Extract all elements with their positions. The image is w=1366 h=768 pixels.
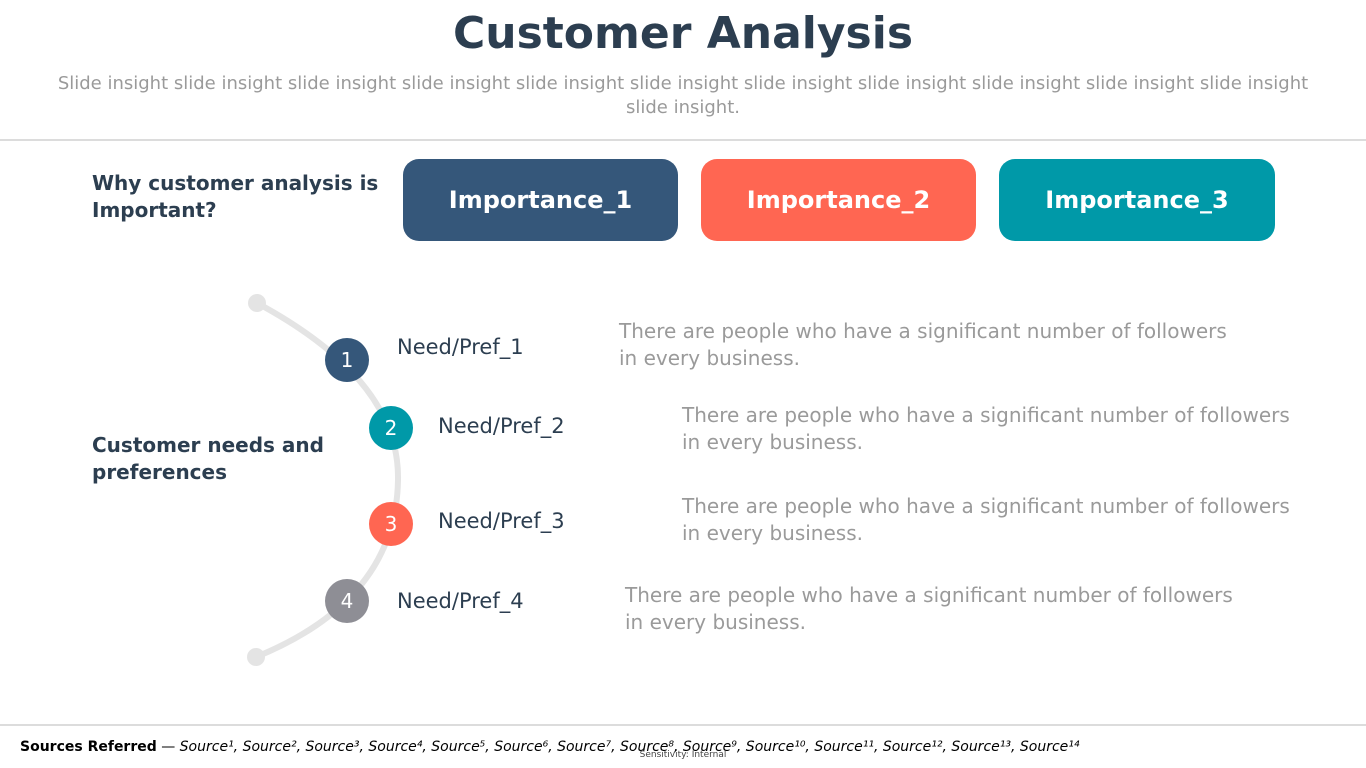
sources-lead: Sources Referred	[20, 739, 157, 755]
importance-2-label: Importance_2	[746, 186, 931, 214]
step-1-number: 1	[325, 338, 369, 382]
step-4-number: 4	[325, 579, 369, 623]
step-2-number: 2	[369, 406, 413, 450]
sources-list: Source¹, Source², Source³, Source⁴, Sour…	[179, 739, 1080, 755]
step-4-description: There are people who have a significant …	[625, 583, 1233, 634]
sensitivity-label: Sensitivity: Internal	[639, 750, 727, 760]
importance-1-box[interactable]: Importance_1	[403, 159, 678, 241]
step-1-label: Need/Pref_1	[397, 335, 524, 359]
arc-end-dot	[247, 648, 265, 666]
importance-2-box[interactable]: Importance_2	[701, 159, 976, 241]
step-4-label: Need/Pref_4	[397, 589, 524, 613]
step-3-description: There are people who have a significant …	[682, 494, 1290, 545]
sources-dash: —	[156, 739, 180, 755]
slide-insight: Slide insight slide insight slide insigh…	[57, 73, 1309, 118]
step-3-number: 3	[369, 502, 413, 546]
page-title: Customer Analysis	[452, 8, 914, 59]
arc-start-dot	[248, 294, 266, 312]
bottom-divider	[0, 724, 1366, 726]
sources-line: Sources Referred — Source¹, Source², Sou…	[20, 739, 1080, 755]
importance-1-label: Importance_1	[448, 186, 633, 214]
step-3-label: Need/Pref_3	[438, 509, 565, 533]
why-heading: Why customer analysis is Important?	[92, 171, 379, 222]
needs-heading: Customer needs and preferences	[92, 433, 324, 484]
importance-3-box[interactable]: Importance_3	[999, 159, 1275, 241]
step-2-label: Need/Pref_2	[438, 414, 565, 438]
step-1-description: There are people who have a significant …	[619, 319, 1227, 370]
step-2-description: There are people who have a significant …	[682, 403, 1290, 454]
top-divider	[0, 139, 1366, 141]
importance-3-label: Importance_3	[1045, 186, 1229, 214]
